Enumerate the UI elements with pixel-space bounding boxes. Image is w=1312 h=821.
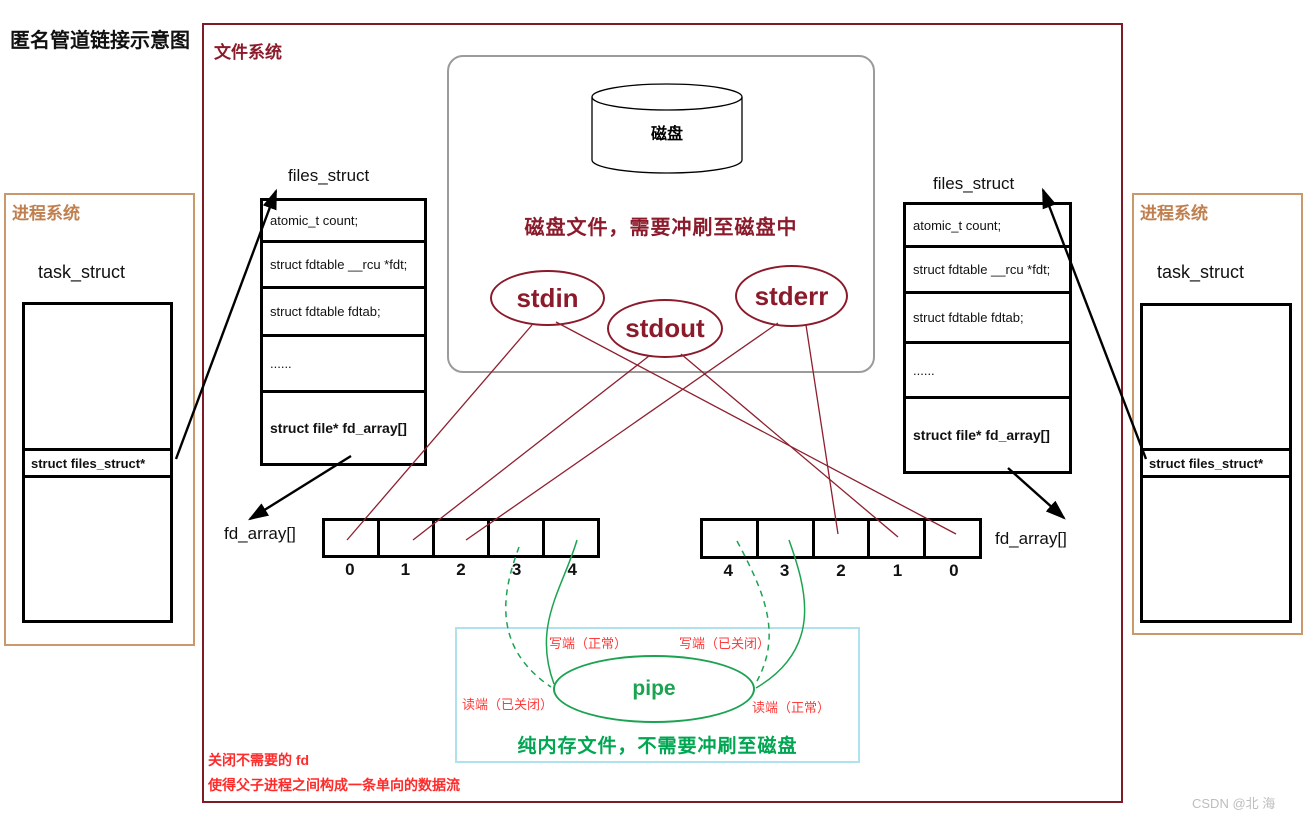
fd-cell-0: [325, 521, 380, 555]
files-struct-row: ......: [906, 344, 1069, 399]
fd-array-right-label: fd_array[]: [995, 529, 1067, 548]
file-system-label: 文件系统: [214, 43, 282, 62]
fd-cell-3: [759, 521, 815, 556]
note-close-unneeded-fd: 关闭不需要的 fd: [208, 752, 310, 768]
files-struct-row-fd-array: struct file* fd_array[]: [270, 420, 407, 436]
task-struct-empty-section: [25, 478, 170, 620]
task-struct-left-title: task_struct: [38, 262, 126, 282]
process-system-right-label: 进程系统: [1140, 204, 1208, 223]
files-struct-row: atomic_t count;: [906, 205, 1069, 248]
fd-cell-4: [545, 521, 597, 555]
files-struct-row: struct fdtable fdtab;: [263, 289, 424, 337]
files-struct-row: struct fdtable fdtab;: [906, 294, 1069, 344]
fd-array-left-label: fd_array[]: [224, 524, 296, 543]
files-struct-row: ......: [263, 337, 424, 393]
files-struct-pointer-field: struct files_struct*: [1143, 448, 1289, 478]
fd-index: 4: [567, 560, 577, 579]
fd-index: 3: [511, 560, 522, 579]
page-title: 匿名管道链接示意图: [10, 30, 190, 52]
fd-array-right-indices: 4 3 2 1 0: [700, 561, 982, 581]
disk-note: 磁盘文件，需要冲刷至磁盘中: [524, 217, 798, 239]
fd-array-right-box: [700, 518, 982, 559]
fd-index: 2: [836, 561, 846, 580]
fd-array-left-indices: 0 1 2 3 4: [322, 560, 600, 580]
note-one-way-dataflow: 使得父子进程之间构成一条单向的数据流: [208, 777, 460, 793]
task-struct-empty-section: [1143, 478, 1289, 620]
fd-cell-4: [703, 521, 759, 556]
memory-file-note: 纯内存文件，不需要冲刷至磁盘: [517, 736, 798, 757]
write-end-closed-label: 写端（已关闭）: [679, 636, 771, 651]
files-struct-row: struct fdtable __rcu *fdt;: [263, 243, 424, 289]
process-system-left-label: 进程系统: [12, 204, 80, 223]
fd-cell-1: [870, 521, 927, 556]
write-end-normal-label: 写端（正常）: [549, 636, 628, 651]
stdout-oval: stdout: [607, 299, 723, 358]
task-struct-right-title: task_struct: [1157, 262, 1245, 282]
files-struct-right-box: atomic_t count; struct fdtable __rcu *fd…: [903, 202, 1072, 474]
task-struct-empty-section: [1143, 306, 1289, 448]
task-struct-left-box: struct files_struct*: [22, 302, 173, 623]
fd-index: 2: [456, 560, 466, 579]
files-struct-right-title: files_struct: [933, 174, 1015, 193]
files-struct-left-box: atomic_t count; struct fdtable __rcu *fd…: [260, 198, 427, 466]
fd-index: 4: [723, 561, 733, 580]
task-struct-empty-section: [25, 305, 170, 448]
watermark: CSDN @北 海: [1192, 796, 1276, 811]
fd-cell-1: [380, 521, 435, 555]
pipe-ellipse: pipe: [553, 655, 755, 723]
files-struct-pointer-field: struct files_struct*: [25, 448, 170, 478]
files-struct-row: atomic_t count;: [263, 201, 424, 243]
read-end-normal-label: 读端（正常）: [752, 700, 831, 715]
fd-index: 0: [949, 561, 959, 580]
fd-index: 1: [892, 561, 903, 580]
disk-label: 磁盘: [650, 126, 683, 143]
fd-index: 0: [345, 560, 355, 579]
memory-file-box: [455, 627, 860, 763]
fd-cell-0: [926, 521, 979, 556]
fd-index: 1: [400, 560, 411, 579]
fd-array-left-box: [322, 518, 600, 558]
files-struct-left-title: files_struct: [288, 166, 370, 185]
fd-cell-2: [435, 521, 490, 555]
stderr-oval: stderr: [735, 265, 848, 327]
stdin-oval: stdin: [490, 270, 605, 326]
fd-index: 3: [779, 561, 790, 580]
task-struct-right-box: struct files_struct*: [1140, 303, 1292, 623]
fd-cell-2: [815, 521, 871, 556]
files-struct-row-fd-array: struct file* fd_array[]: [913, 427, 1050, 443]
read-end-closed-label: 读端（已关闭）: [462, 697, 554, 712]
fd-cell-3: [490, 521, 545, 555]
files-struct-row: struct fdtable __rcu *fdt;: [906, 248, 1069, 294]
